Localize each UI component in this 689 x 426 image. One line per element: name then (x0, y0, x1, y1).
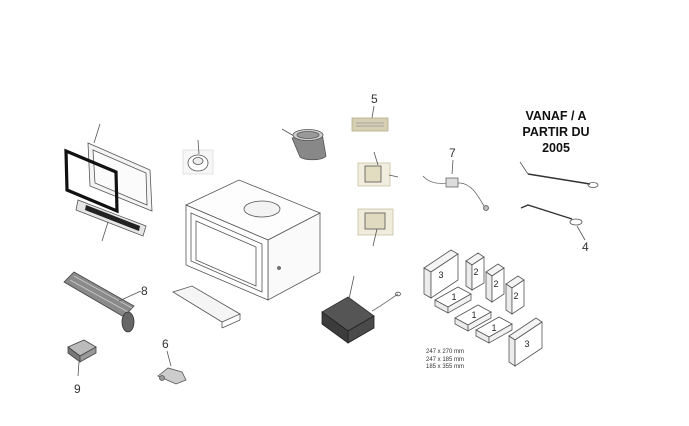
part-box-lower (357, 208, 394, 247)
part-8-blower (63, 271, 142, 333)
door-frame-part (87, 123, 153, 212)
title-line-3: 2005 (542, 141, 570, 155)
dimension-line: 185 x 355 mm (426, 364, 465, 370)
diagram-title: VANAF / A PARTIR DU 2005 (506, 108, 606, 156)
part-5-plate (351, 105, 389, 132)
brick-2-c (505, 275, 525, 315)
dimension-line: 247 x 185 mm (426, 356, 465, 363)
brick-number: 2 (473, 267, 478, 277)
brick-number: 3 (524, 339, 529, 349)
callout-5: 5 (371, 92, 378, 106)
part-7-sensor-cable (422, 159, 489, 211)
dimension-line: 247 x 270 mm (426, 349, 465, 355)
part-9-module (67, 339, 97, 377)
brick-number: 1 (491, 323, 496, 333)
brick-1-a (434, 286, 472, 314)
brick-1-b (454, 304, 492, 332)
brick-number: 2 (493, 279, 498, 289)
title-line-1: VANAF / A (525, 109, 587, 123)
title-line-2: PARTIR DU (522, 125, 590, 139)
brick-2-a (465, 252, 485, 291)
poker-tool-upper (519, 161, 599, 188)
brick-number: 1 (451, 292, 456, 302)
ash-tray-part (172, 285, 241, 329)
glass-strip-part (75, 199, 147, 242)
brick-1-c (475, 316, 513, 344)
flue-collar-part (281, 128, 327, 161)
firebox-body (185, 179, 321, 301)
brick-3-front (508, 317, 543, 367)
brick-set (423, 249, 543, 367)
brick-number: 1 (471, 310, 476, 320)
callout-9: 9 (74, 382, 81, 396)
brick-number: 2 (513, 291, 518, 301)
brick-3-back (423, 249, 459, 299)
door-gasket-part (64, 148, 119, 214)
part-box-upper (357, 151, 399, 187)
brick-dimensions: 247 x 270 mm 247 x 185 mm 185 x 355 mm (426, 349, 464, 372)
control-box-part (321, 275, 401, 344)
poker-tool-lower (520, 204, 586, 241)
callout-6: 6 (162, 337, 169, 351)
brick-2-b (485, 263, 505, 303)
brick-number: 3 (438, 270, 443, 280)
callout-4: 4 (582, 240, 589, 254)
callout-8: 8 (141, 284, 148, 298)
callout-7: 7 (449, 146, 456, 160)
lamp-part (182, 139, 214, 175)
part-6-valve (157, 350, 187, 385)
